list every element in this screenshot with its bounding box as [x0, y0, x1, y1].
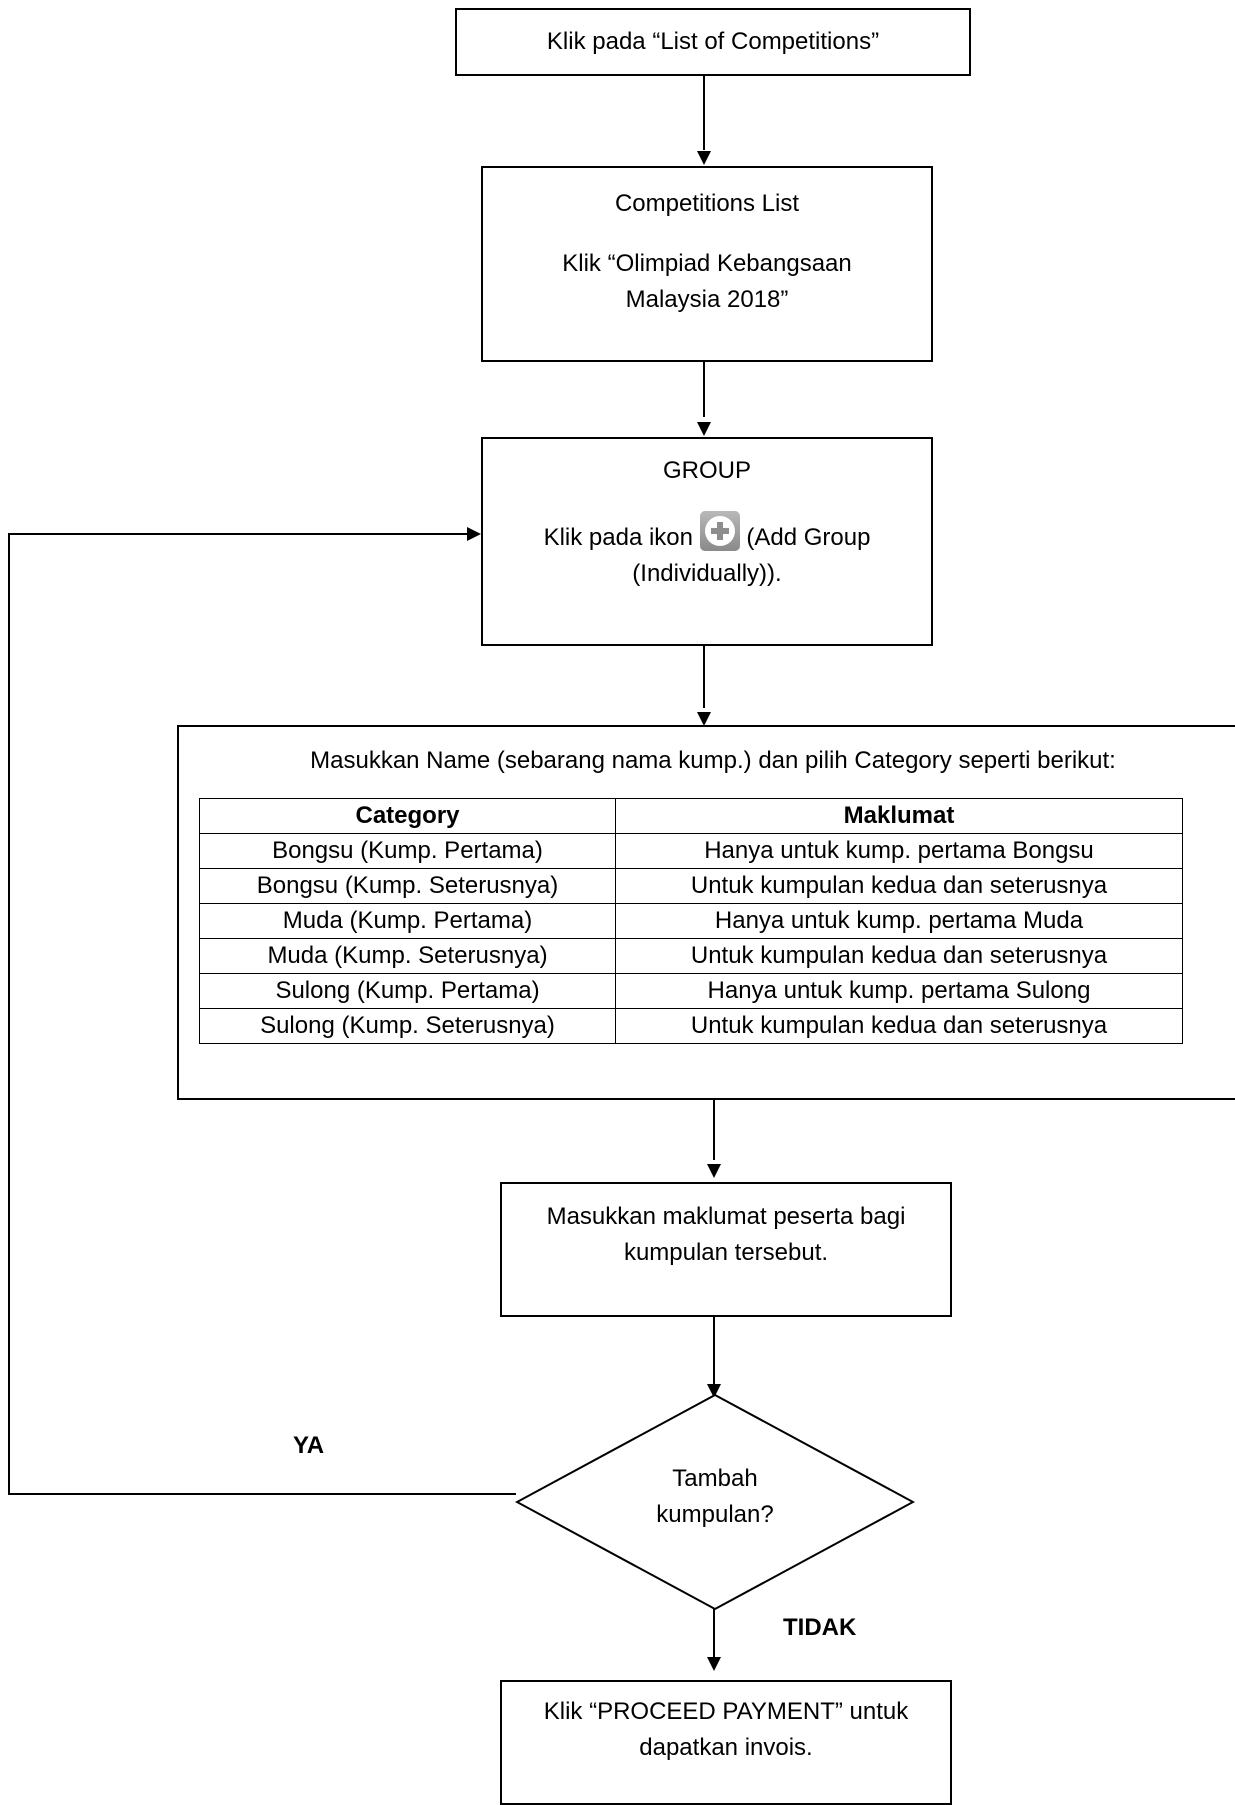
arrowhead-4: [707, 1164, 721, 1178]
category-cell: Sulong (Kump. Seterusnya): [199, 1008, 616, 1044]
step-1-text: Klik pada “List of Competitions”: [546, 28, 880, 55]
decision-text: Tambah kumpulan?: [656, 1465, 774, 1528]
connector-5: [713, 1317, 715, 1395]
info-cell: Untuk kumpulan kedua dan seterusnya: [615, 868, 1183, 904]
category-table: Category Maklumat Bongsu (Kump. Pertama)…: [199, 798, 1183, 1044]
plus-circle-icon: [699, 511, 740, 551]
category-cell: Sulong (Kump. Pertama): [199, 973, 616, 1009]
connector-1: [703, 76, 705, 150]
connector-4: [713, 1100, 715, 1160]
arrowhead-1: [697, 151, 711, 165]
arrowhead-6: [707, 1657, 721, 1671]
category-cell: Bongsu (Kump. Seterusnya): [199, 868, 616, 904]
connector-2: [703, 362, 705, 417]
info-cell: Untuk kumpulan kedua dan seterusnya: [615, 1008, 1183, 1044]
table-row: Bongsu (Kump. Seterusnya) Untuk kumpulan…: [199, 868, 1183, 904]
info-cell: Hanya untuk kump. pertama Muda: [615, 903, 1183, 939]
step-participant-info: Masukkan maklumat peserta bagi kumpulan …: [500, 1182, 952, 1317]
loop-line-horizontal-bottom: [8, 1493, 516, 1495]
info-cell: Hanya untuk kump. pertama Sulong: [615, 973, 1183, 1009]
table-row: Muda (Kump. Pertama) Hanya untuk kump. p…: [199, 903, 1183, 939]
category-cell: Muda (Kump. Seterusnya): [199, 938, 616, 974]
arrowhead-3: [697, 712, 711, 726]
step-list-of-competitions: Klik pada “List of Competitions”: [455, 8, 971, 76]
connector-6: [713, 1609, 715, 1657]
step-4-text: Masukkan Name (sebarang nama kump.) dan …: [310, 747, 1116, 774]
header-maklumat: Maklumat: [615, 798, 1183, 834]
step-3-title: GROUP: [662, 457, 751, 484]
table-row: Sulong (Kump. Pertama) Hanya untuk kump.…: [199, 973, 1183, 1009]
table-row: Bongsu (Kump. Pertama) Hanya untuk kump.…: [199, 833, 1183, 869]
info-cell: Hanya untuk kump. pertama Bongsu: [615, 833, 1183, 869]
step-group: GROUP Klik pada ikon (Add Group (Individ…: [481, 437, 933, 646]
step-competitions-list: Competitions List Klik “Olimpiad Kebangs…: [481, 166, 933, 362]
step-2-text: Klik “Olimpiad Kebangsaan Malaysia 2018”: [562, 250, 852, 313]
arrowhead-2: [697, 422, 711, 436]
category-cell: Bongsu (Kump. Pertama): [199, 833, 616, 869]
table-row: Muda (Kump. Seterusnya) Untuk kumpulan k…: [199, 938, 1183, 974]
step-2-title: Competitions List: [614, 190, 800, 217]
header-category: Category: [199, 798, 616, 834]
label-yes: YA: [293, 1432, 325, 1459]
step-3-prefix: Klik pada ikon: [543, 524, 693, 551]
step-3-suffix: (Add Group (Individually)).: [632, 524, 871, 587]
step-5-text: Masukkan maklumat peserta bagi kumpulan …: [546, 1203, 906, 1266]
step-proceed-payment: Klik “PROCEED PAYMENT” untuk dapatkan in…: [500, 1680, 952, 1805]
category-cell: Muda (Kump. Pertama): [199, 903, 616, 939]
loop-line-vertical: [8, 533, 10, 1495]
arrowhead-loop: [467, 527, 481, 541]
info-cell: Untuk kumpulan kedua dan seterusnya: [615, 938, 1183, 974]
connector-3: [703, 646, 705, 708]
loop-line-horizontal-top: [8, 533, 468, 535]
step-3-text: Klik pada ikon (Add Group (Individually)…: [483, 511, 931, 592]
label-no: TIDAK: [783, 1614, 857, 1641]
decision-diamond: [515, 1393, 915, 1611]
table-row: Sulong (Kump. Seterusnya) Untuk kumpulan…: [199, 1008, 1183, 1044]
step-6-text: Klik “PROCEED PAYMENT” untuk dapatkan in…: [543, 1698, 909, 1761]
table-header-row: Category Maklumat: [199, 798, 1183, 834]
arrowhead-5: [707, 1384, 721, 1398]
